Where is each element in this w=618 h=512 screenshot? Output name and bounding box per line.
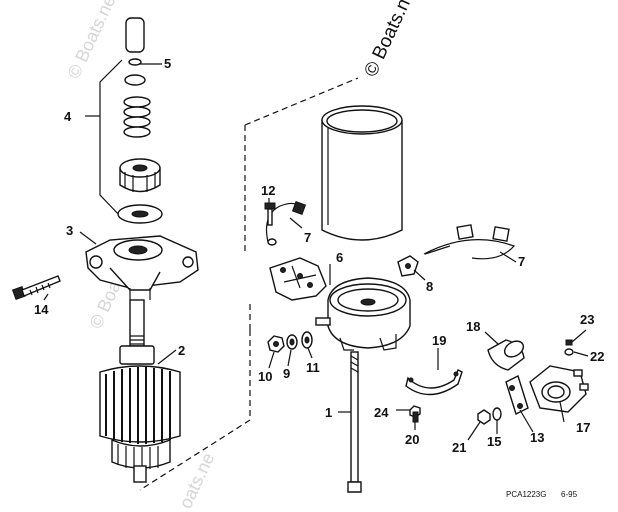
commutator-end-cap [315,277,411,351]
callout-10: 10 [258,369,272,384]
callout-15: 15 [487,434,501,449]
washer-22 [564,348,574,356]
brush-lead-left [265,200,307,246]
drive-spring [123,96,151,138]
callout-1: 1 [325,405,332,420]
watermark-faint-bottom: oats.ne [175,450,218,512]
figure-date: 6-95 [561,490,578,499]
armature-shaft [129,299,145,347]
callout-3: 3 [66,223,73,238]
armature [99,299,181,483]
callout-19: 19 [432,333,446,348]
drive-end-cap [85,235,199,300]
plate-13 [505,375,529,415]
callout-bracket-4 [99,59,123,219]
brush-holder [269,257,327,301]
callout-21: 21 [452,440,466,455]
thrust-cup [117,204,163,224]
retaining-ring [128,58,142,66]
motor-frame [321,105,403,241]
callout-9: 9 [283,366,290,381]
terminal-8 [397,255,419,277]
callout-24: 24 [374,405,389,420]
callout-5: 5 [164,56,171,71]
washer-15 [492,407,502,421]
assembly-outline-bottom [139,300,251,491]
nut-10 [267,335,285,353]
callout-7-right: 7 [518,254,525,269]
assembly-outline-top [244,77,359,255]
screw-23 [565,339,573,346]
watermark-main: © Boats.net [360,0,421,80]
callouts: 5 4 3 14 2 12 7 6 7 8 10 9 11 1 19 18 23… [34,56,604,455]
callout-23: 23 [580,312,594,327]
callout-17: 17 [576,420,590,435]
callout-7-left: 7 [304,230,311,245]
drive-assembly [99,17,163,224]
screw-20 [412,411,419,423]
brush-lead-right [423,224,516,260]
callout-20: 20 [405,432,419,447]
cover-18 [487,339,525,371]
callout-18: 18 [466,319,480,334]
callout-14: 14 [34,302,49,317]
collar [124,74,146,86]
callout-4: 4 [64,109,72,124]
clamp-19 [405,369,463,396]
watermark-faint-left: © Boats.ne [63,0,119,82]
callout-11: 11 [306,360,320,375]
screw-12 [264,202,276,226]
washer-11 [301,331,313,349]
pinion-gear [119,158,161,193]
drive-pin [125,17,145,53]
callout-2: 2 [178,343,185,358]
leader-lines [43,63,589,441]
through-bolt-1 [347,351,362,493]
through-bolt-14 [11,275,61,301]
callout-22: 22 [590,349,604,364]
callout-12: 12 [261,183,275,198]
callout-6: 6 [336,250,343,265]
callout-8: 8 [426,279,433,294]
figure-code: PCA1223G [506,490,546,499]
washer-9 [286,334,298,350]
callout-13: 13 [530,430,544,445]
nut-21 [477,409,491,425]
solenoid-17 [529,365,589,413]
